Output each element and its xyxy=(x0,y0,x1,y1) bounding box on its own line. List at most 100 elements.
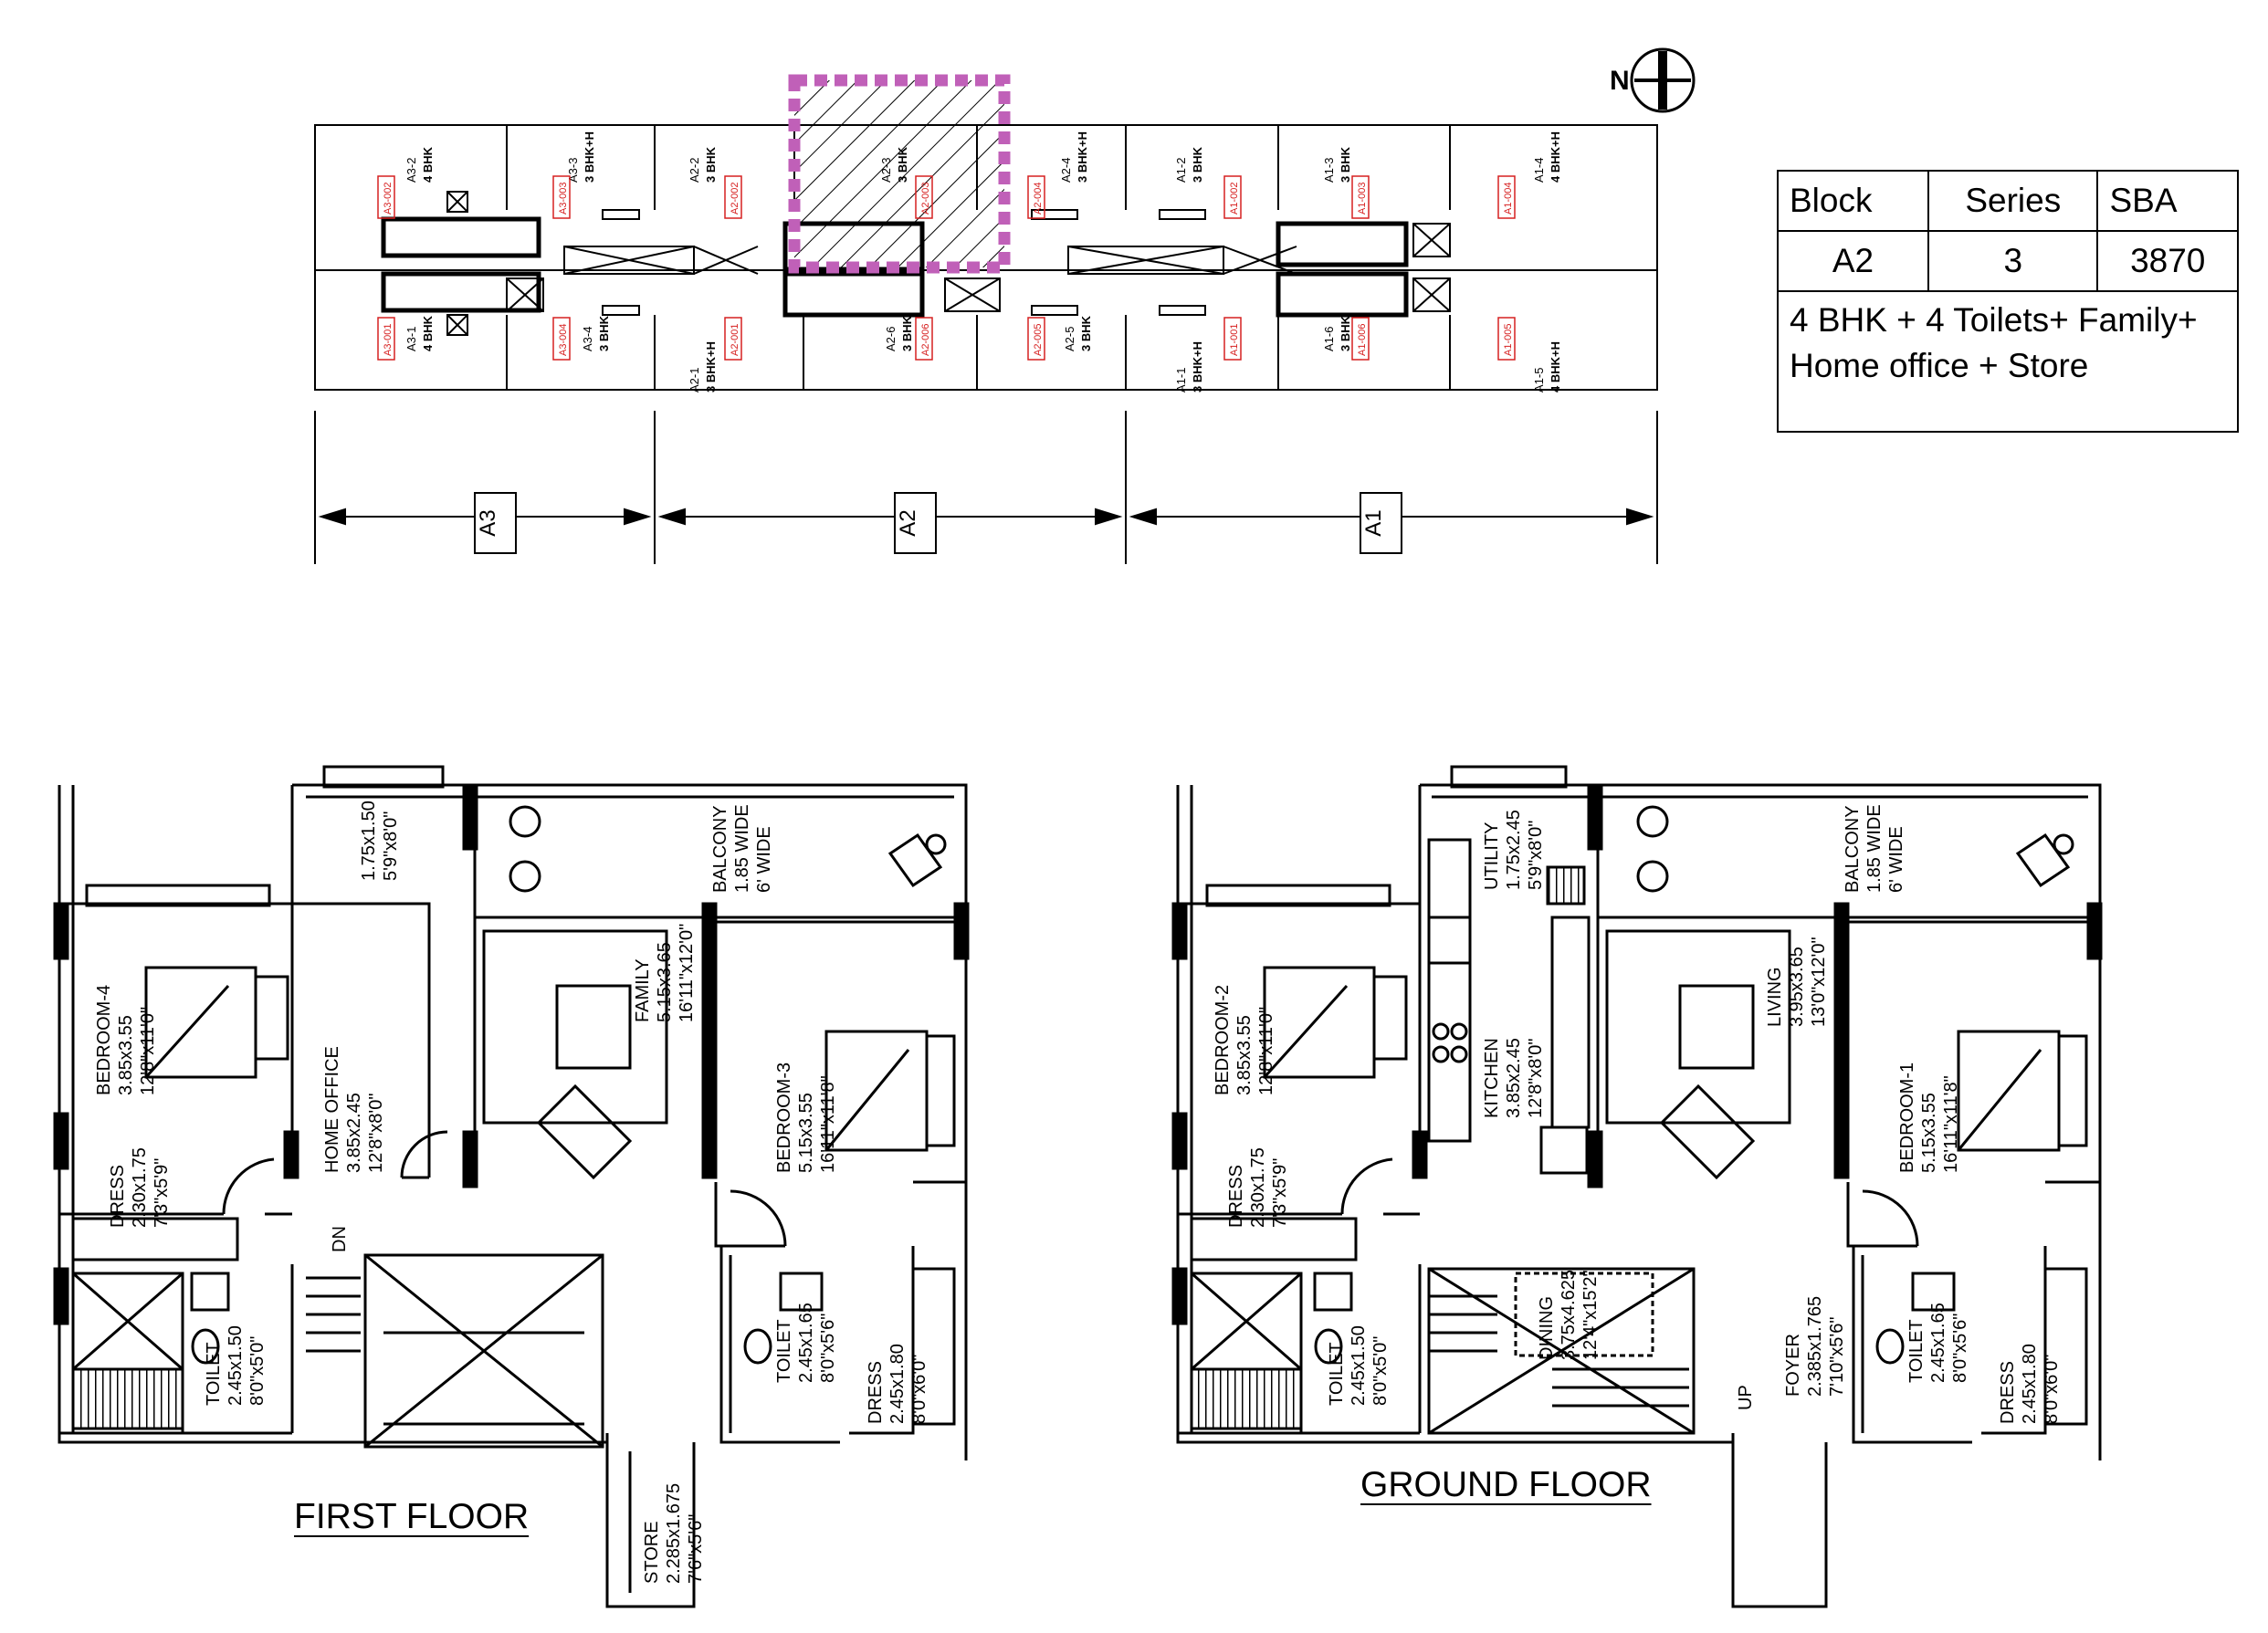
room-size-feet-label: 12'8"x8'0" xyxy=(1526,1039,1546,1118)
unit-code-label: A2-2 xyxy=(688,158,701,183)
unit-id-box xyxy=(724,175,742,219)
room-size-metric-label: 1.75x1.50 xyxy=(359,801,379,881)
unit-code-label: A2-1 xyxy=(688,368,701,393)
unit-type-label: 3 BHK+H xyxy=(583,131,596,183)
room-size-feet-label: 16'11"x11'8" xyxy=(1941,1075,1961,1173)
unit-type-label: 3 BHK+H xyxy=(1191,341,1204,393)
table-header-series: Series xyxy=(1927,170,2099,232)
unit-type-label: 3 BHK xyxy=(900,315,914,351)
site-plan xyxy=(314,124,1658,564)
room-size-metric-label: 2.385x1.765 xyxy=(1805,1296,1825,1397)
unit-id-box xyxy=(1027,317,1045,361)
unit-code-label: A1-1 xyxy=(1174,368,1188,393)
room-name-label: STORE xyxy=(642,1521,662,1584)
room-size-metric-label: 2.45x1.65 xyxy=(1928,1303,1948,1383)
room-size-feet-label: 7'3"x5'9" xyxy=(1270,1158,1290,1228)
unit-id-label: A3-002 xyxy=(383,183,394,215)
room-name-label: UTILITY xyxy=(1482,822,1502,890)
room-name-label: TOILET xyxy=(1906,1319,1927,1383)
block-label-a3: A3 xyxy=(476,509,500,536)
room-size-feet-label: 16'11"x11'8" xyxy=(818,1075,838,1173)
room-size-metric-label: 3.95x3.65 xyxy=(1787,947,1807,1027)
room-size-feet-label: 5'9"x8'0" xyxy=(1526,821,1546,890)
table-header-block: Block xyxy=(1776,170,1930,232)
unit-id-box xyxy=(1223,317,1242,361)
unit-code-label: A3-2 xyxy=(404,158,418,183)
unit-code-label: A2-6 xyxy=(884,327,898,351)
unit-code-label: A3-3 xyxy=(566,158,580,183)
table-header-sba: SBA xyxy=(2096,170,2239,232)
room-size-metric-label: 3.85x2.45 xyxy=(344,1093,364,1173)
room-size-metric-label: 1.85 WIDE xyxy=(1864,804,1885,893)
unit-code-label: A2-5 xyxy=(1063,327,1076,351)
room-name-label: KITCHEN xyxy=(1482,1038,1502,1118)
room-name-label: DRESS xyxy=(1998,1361,2018,1424)
room-size-feet-label: 5'9"x8'0" xyxy=(381,811,401,881)
compass-north-label: N xyxy=(1610,66,1630,96)
room-size-metric-label: 5.15x3.55 xyxy=(1919,1093,1939,1173)
room-size-metric-label: 3.85x3.55 xyxy=(116,1015,136,1095)
room-name-label: BEDROOM-1 xyxy=(1897,1062,1917,1173)
unit-id-label: A1-002 xyxy=(1229,183,1240,215)
unit-id-box xyxy=(915,317,933,361)
unit-code-label: A1-2 xyxy=(1174,158,1188,183)
first-floor-stair-label: DN xyxy=(330,1226,350,1252)
room-name-label: TOILET xyxy=(774,1319,794,1383)
ground-floor-stair-label: UP xyxy=(1736,1385,1756,1410)
unit-code-label: A3-4 xyxy=(581,327,594,351)
unit-id-label: A1-004 xyxy=(1503,183,1514,215)
room-size-feet-label: 6' WIDE xyxy=(754,826,774,893)
unit-id-label: A1-003 xyxy=(1357,183,1368,215)
table-description: 4 BHK + 4 Toilets+ Family+ Home office +… xyxy=(1777,290,2239,433)
room-size-feet-label: 6' WIDE xyxy=(1886,826,1906,893)
unit-type-label: 3 BHK xyxy=(1339,146,1352,183)
room-size-metric-label: 5.15x3.65 xyxy=(655,942,675,1022)
room-name-label: FAMILY xyxy=(633,958,653,1022)
unit-id-label: A1-005 xyxy=(1503,324,1514,356)
unit-code-label: A3-1 xyxy=(404,327,418,351)
room-size-metric-label: 2.30x1.75 xyxy=(130,1147,150,1228)
unit-type-label: 3 BHK xyxy=(704,146,718,183)
unit-id-box xyxy=(377,175,395,219)
room-name-label: FOYER xyxy=(1783,1334,1803,1397)
unit-id-label: A3-004 xyxy=(558,324,569,356)
unit-code-label: A2-4 xyxy=(1059,158,1073,183)
unit-code-label: A1-6 xyxy=(1322,327,1336,351)
room-size-feet-label: 7'10"x5'6" xyxy=(1827,1317,1847,1397)
room-name-label: LIVING xyxy=(1765,967,1785,1027)
block-label-a2: A2 xyxy=(896,509,920,536)
unit-type-label: 4 BHK+H xyxy=(1549,341,1562,393)
room-name-label: HOME OFFICE xyxy=(322,1046,342,1173)
unit-id-label: A1-006 xyxy=(1357,324,1368,356)
room-size-metric-label: 3.85x3.55 xyxy=(1234,1015,1255,1095)
unit-type-label: 4 BHK xyxy=(421,146,435,183)
unit-id-box xyxy=(1027,175,1045,219)
unit-id-label: A2-006 xyxy=(920,324,931,356)
room-size-metric-label: 2.45x1.80 xyxy=(2020,1344,2040,1424)
table-value-sba: 3870 xyxy=(2096,230,2239,292)
unit-id-label: A2-001 xyxy=(730,324,740,356)
room-size-metric-label: 2.285x1.675 xyxy=(664,1483,684,1584)
room-size-feet-label: 8'0"x5'0" xyxy=(1370,1336,1391,1406)
room-size-metric-label: 3.85x2.45 xyxy=(1504,1038,1524,1118)
room-size-feet-label: 7'3"x5'9" xyxy=(152,1158,172,1228)
unit-code-label: A1-5 xyxy=(1532,368,1546,393)
room-size-feet-label: 13'0"x12'0" xyxy=(1809,937,1829,1027)
unit-id-box xyxy=(1497,317,1516,361)
room-size-metric-label: 2.30x1.75 xyxy=(1248,1147,1268,1228)
unit-id-label: A3-001 xyxy=(383,324,394,356)
room-size-metric-label: 2.45x1.80 xyxy=(887,1344,908,1424)
unit-type-label: 4 BHK+H xyxy=(1549,131,1562,183)
first-floor-plan xyxy=(53,765,970,1608)
unit-type-label: 3 BHK+H xyxy=(704,341,718,393)
unit-id-label: A1-001 xyxy=(1229,324,1240,356)
unit-id-box xyxy=(1351,175,1370,219)
ground-floor-plan xyxy=(1171,765,2103,1608)
room-name-label: BEDROOM-4 xyxy=(94,985,114,1095)
highlighted-unit xyxy=(788,74,1011,274)
unit-id-label: A2-002 xyxy=(730,183,740,215)
unit-id-box xyxy=(1223,175,1242,219)
